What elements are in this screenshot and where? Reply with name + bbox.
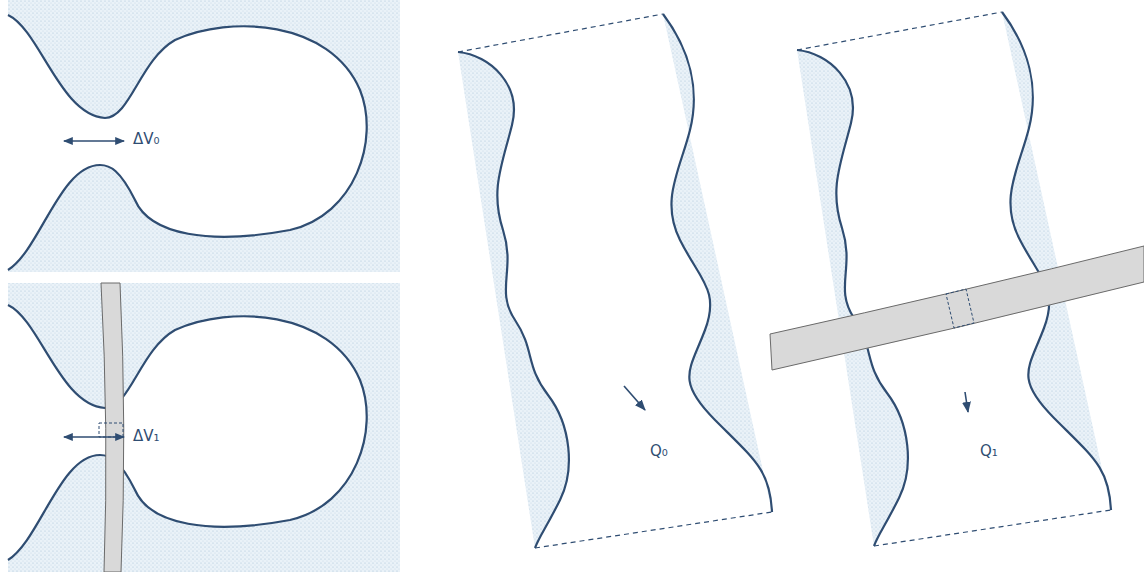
tissue-ground bbox=[8, 0, 400, 272]
implant-band bbox=[770, 246, 1144, 370]
channel-panel-right bbox=[770, 12, 1144, 546]
dashed-box bbox=[99, 423, 123, 437]
cavity-fill bbox=[8, 305, 367, 560]
wall-shading bbox=[458, 52, 569, 548]
dashed-edge bbox=[874, 510, 1111, 546]
channel-panel-left bbox=[458, 14, 772, 548]
channel-wall bbox=[797, 50, 908, 546]
width-label: ΔV₀ bbox=[133, 131, 160, 148]
wall-shading bbox=[663, 14, 772, 512]
dashed-edge bbox=[535, 512, 772, 548]
cavity-panel-top bbox=[8, 0, 400, 272]
cavity-wall bbox=[8, 305, 367, 560]
flow-label: Q₀ bbox=[650, 443, 668, 460]
tissue-ground bbox=[8, 283, 400, 572]
width-arrow bbox=[64, 436, 124, 437]
wall-shading bbox=[797, 50, 908, 546]
flow-arrow bbox=[965, 392, 968, 412]
implant-strip bbox=[101, 283, 124, 572]
cavity-panel-bottom bbox=[8, 283, 400, 572]
width-label: ΔV₁ bbox=[133, 428, 160, 445]
dashed-box bbox=[946, 289, 974, 328]
channel-wall bbox=[458, 52, 569, 548]
flow-arrow bbox=[624, 386, 645, 410]
cavity-wall bbox=[8, 15, 367, 270]
flow-label: Q₁ bbox=[980, 443, 998, 460]
width-arrow bbox=[64, 140, 124, 141]
dashed-edge bbox=[458, 14, 663, 52]
dashed-edge bbox=[797, 12, 1002, 50]
cavity-fill bbox=[8, 15, 367, 270]
channel-wall bbox=[663, 14, 772, 512]
